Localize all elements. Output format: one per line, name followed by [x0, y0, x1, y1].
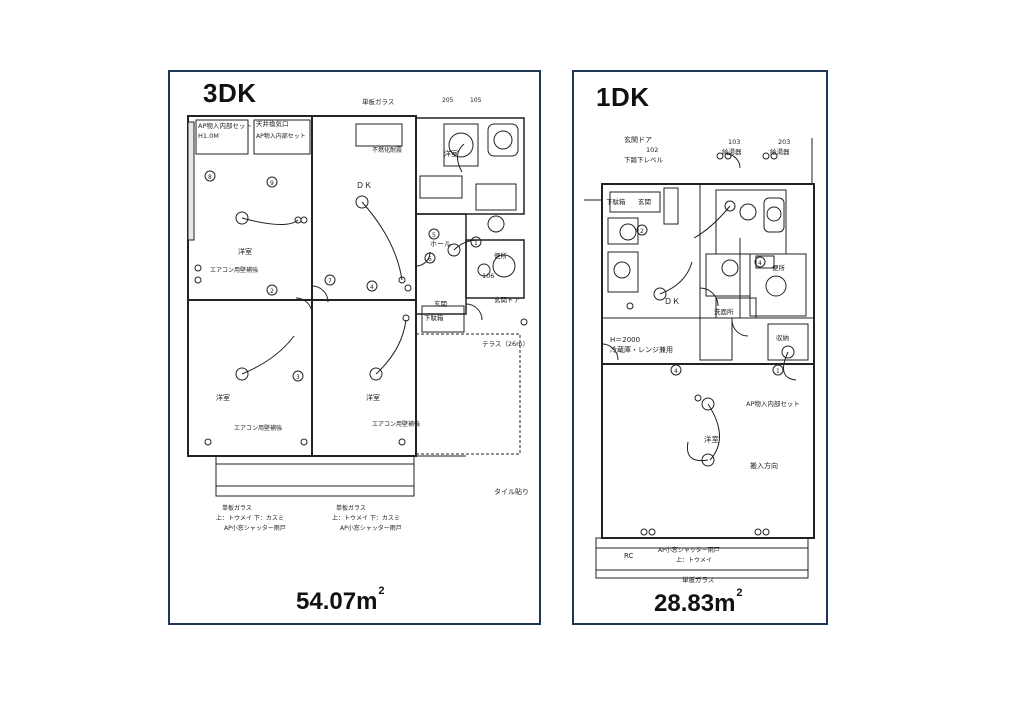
label-h-line: H＝2000: [610, 336, 640, 344]
label-outlet: AP物入内部セット: [746, 399, 800, 408]
room-number: 2: [270, 288, 274, 295]
label-youshitsu: 洋室: [704, 434, 719, 444]
label-water-b: 給湯器: [770, 147, 790, 156]
plan-panel-3dk: 3DK: [168, 70, 541, 625]
label-shuno: 収納: [776, 333, 789, 342]
label-fridge: 冷蔵庫・レンジ兼用: [610, 345, 673, 354]
area-3dk: 54.07m2: [296, 585, 385, 615]
label-terrace: テラス（26m）: [482, 340, 529, 348]
label-youshitsu-d: 洋室: [366, 393, 380, 402]
label-shutter-b: AP小窓シャッター雨戸: [340, 524, 402, 532]
label-genkan: 玄関: [638, 197, 651, 206]
label-u102: 102: [646, 146, 658, 154]
room-number: 8: [208, 174, 212, 181]
label-shutter-c: 上：トウメイ 下：カスミ: [216, 514, 284, 522]
label-aircon-c: エアコン用壁補強: [372, 420, 420, 428]
label-hall: ホール: [430, 240, 451, 248]
label-outlet: AP物入内部セット: [256, 132, 306, 140]
label-dk: ＤＫ: [664, 297, 680, 306]
room-number: 4: [370, 284, 374, 291]
label-shutter-d: 上：トウメイ 下：カスミ: [332, 514, 400, 522]
room-number: 1: [474, 240, 478, 247]
room-number: 4: [674, 368, 678, 375]
label-toilet: 便所: [494, 251, 508, 260]
room-number: 7: [328, 278, 332, 285]
label-genkan: 玄関: [434, 299, 447, 308]
label-u106: 106: [482, 272, 494, 280]
label-pantry-h: H1.0M: [198, 132, 219, 140]
label-aircon-b: エアコン用壁補強: [234, 424, 282, 432]
label-aircon-a: エアコン用壁補強: [210, 266, 258, 274]
label-shoe: 下駄箱: [606, 197, 626, 206]
area-1dk: 28.83m2: [654, 587, 743, 617]
room-number: 6: [428, 256, 432, 263]
label-shutter: AP小窓シャッター雨戸: [658, 546, 720, 554]
label-youshitsu-b: 洋室: [238, 247, 252, 256]
room-number: 3: [296, 374, 300, 381]
label-pantry: AP物入内部セット: [198, 121, 252, 130]
room-number: 2: [640, 228, 644, 235]
label-u205: 205: [442, 97, 454, 104]
room-number: 9: [270, 180, 274, 187]
label-window-top: 単板ガラス: [362, 97, 394, 106]
label-u105: 105: [470, 97, 482, 104]
label-direction: 搬入方向: [750, 461, 778, 470]
label-shoe: 下駄箱: [424, 313, 444, 322]
label-ceiling: 下踏下レベル: [624, 155, 664, 164]
label-window-b2: 単板ガラス: [336, 504, 366, 512]
room-number: 5: [432, 232, 436, 239]
label-rc: RC: [624, 552, 634, 560]
plan-title-1dk: 1DK: [596, 82, 650, 112]
label-window-b1: 単板ガラス: [222, 504, 252, 512]
floor-plan-1dk: 玄関ドア 102 下踏下レベル 103 203 給湯器 給湯器 下駄箱 玄関 Ｄ…: [584, 135, 815, 584]
label-youshitsu-c: 洋室: [216, 393, 230, 402]
label-ceiling-vent: 天井換気口: [256, 119, 289, 128]
label-gen-door: 玄関ドア: [624, 135, 652, 144]
room-number: 4: [758, 260, 762, 267]
room-number: 1: [776, 368, 780, 375]
label-glass: 単板ガラス: [682, 575, 714, 584]
label-benjo: 便所: [772, 263, 786, 272]
label-shutter-b: 上：トウメイ: [676, 556, 712, 564]
label-u103: 103: [728, 138, 740, 146]
label-nonflam: 不燃化耐震: [372, 146, 402, 154]
plan-panel-1dk: 1DK: [572, 70, 828, 625]
label-shutter-a: AP小窓シャッター雨戸: [224, 524, 286, 532]
label-gen-door: 玄関ドア: [494, 295, 521, 304]
label-senmen: 洗面所: [714, 307, 734, 316]
label-water-a: 給湯器: [722, 147, 742, 156]
label-youshitsu-a: 洋室: [444, 149, 458, 158]
label-u203: 203: [778, 138, 790, 146]
floor-plan-3dk: AP物入内部セット H1.0M 天井換気口 AP物入内部セット 単板ガラス 不燃…: [187, 97, 529, 532]
label-tile: タイル貼り: [494, 487, 529, 496]
label-dk: ＤＫ: [356, 181, 372, 190]
plan-title-3dk: 3DK: [203, 78, 257, 108]
